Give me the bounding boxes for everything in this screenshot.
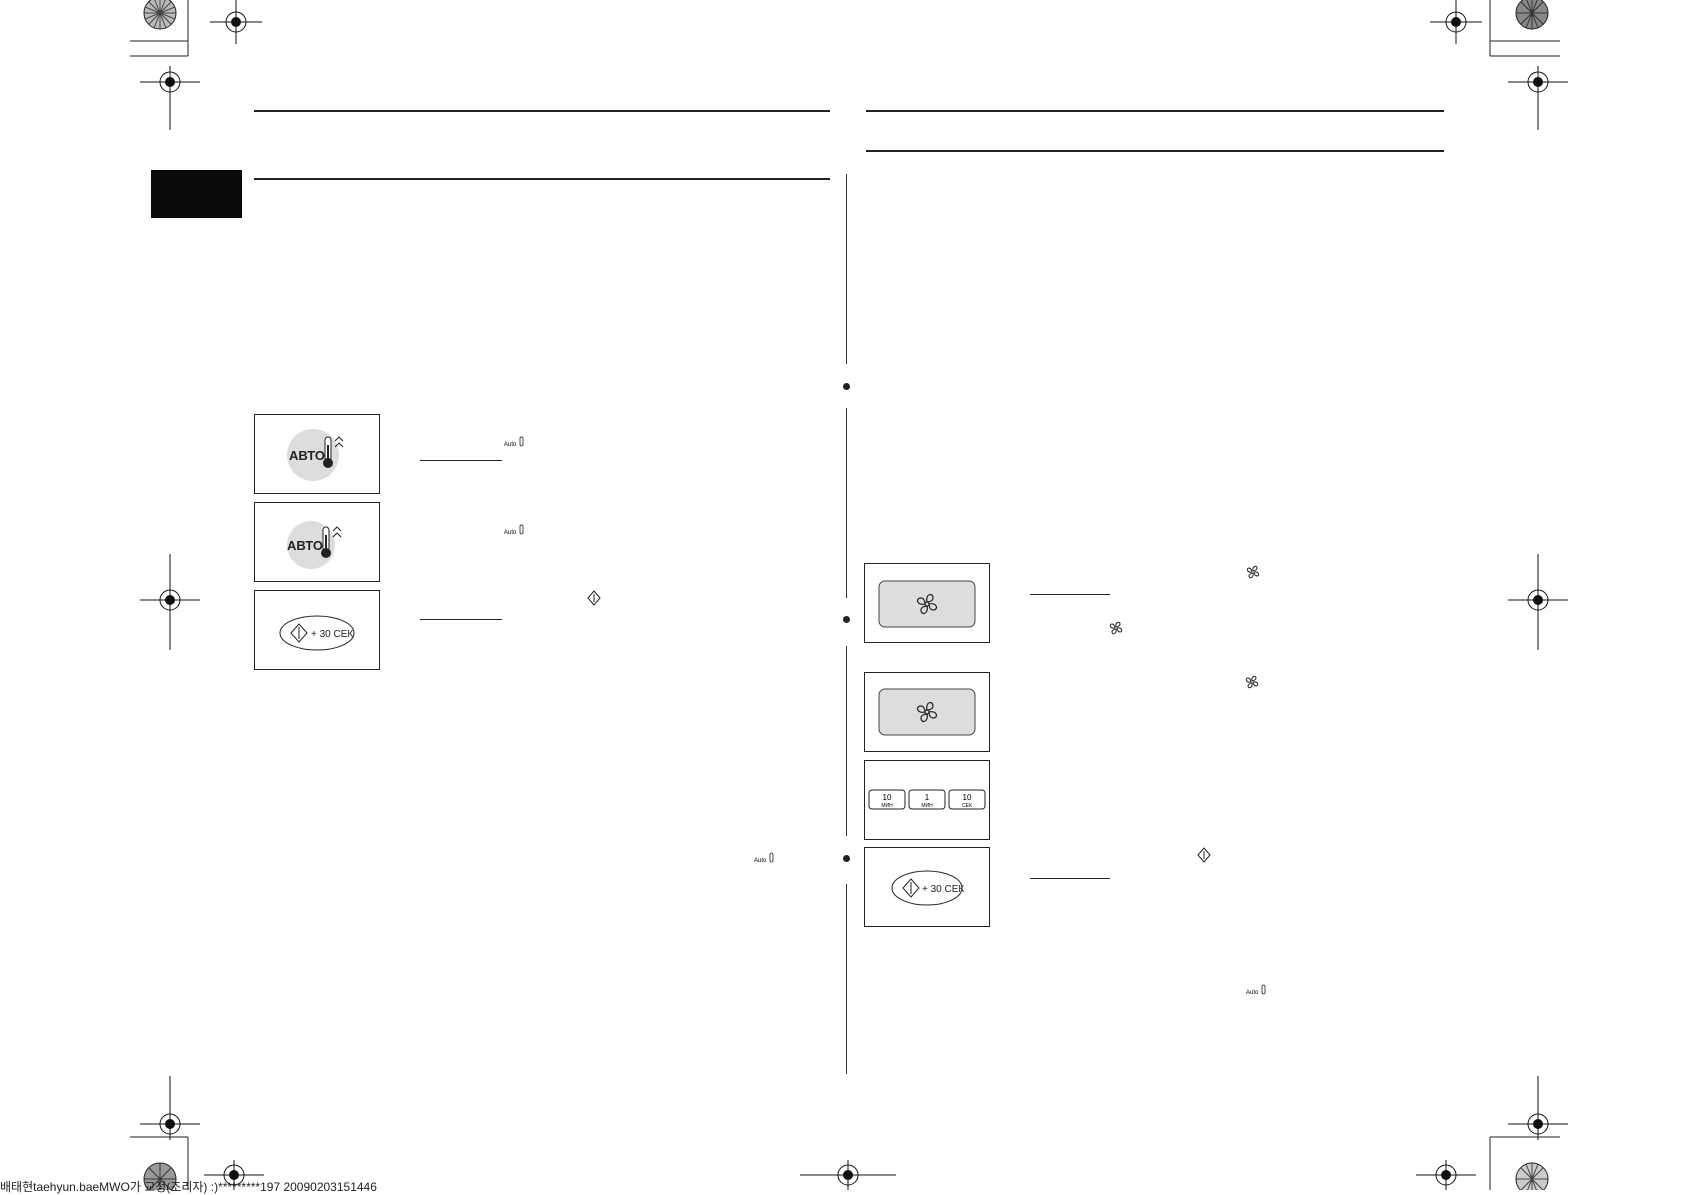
fan-icon: [1109, 621, 1123, 635]
fan-icon: [878, 688, 976, 736]
auto-thermometer-icon: Auto: [1246, 984, 1266, 996]
underline-link: [420, 619, 502, 620]
start-diamond-icon: + 30 СЕК: [279, 615, 355, 651]
language-tab: [151, 170, 242, 218]
svg-text:Auto: Auto: [504, 530, 517, 536]
color-target-icon: [143, 0, 177, 30]
svg-text:АВТО: АВТО: [287, 538, 323, 553]
svg-text:Auto: Auto: [1246, 990, 1259, 996]
print-slug: 배태현taehyun.baeMWO가 교정(조리자) :)*********19…: [0, 1180, 377, 1194]
start-diamond-icon: [1197, 847, 1211, 863]
svg-text:МИН: МИН: [921, 803, 933, 809]
start-button-illustration: + 30 СЕК: [864, 847, 990, 927]
registration-mark-icon: [800, 1160, 896, 1190]
fan-icon: [1245, 675, 1259, 689]
registration-mark-icon: [204, 1160, 264, 1190]
gutter-line: [846, 646, 847, 836]
color-target-icon: [1515, 1162, 1549, 1190]
gutter-line: [846, 408, 847, 598]
svg-text:АВТО: АВТО: [289, 448, 325, 463]
gutter-line: [846, 174, 847, 364]
registration-mark-icon: [140, 66, 200, 130]
registration-mark-icon: [1430, 0, 1482, 44]
svg-text:+ 30 СЕК: + 30 СЕК: [922, 884, 964, 895]
right-header-rule: [866, 110, 1444, 112]
start-button-illustration: + 30 СЕК: [254, 590, 380, 670]
registration-mark-icon: [1416, 1160, 1476, 1190]
color-target-icon: [143, 1162, 177, 1190]
time-buttons-illustration: 10 МИН 1 МИН 10 СЕК: [864, 760, 990, 840]
bullet-dot: [843, 383, 850, 390]
svg-text:1: 1: [925, 793, 930, 802]
fan-button-illustration: [864, 672, 990, 752]
fan-icon: [878, 580, 976, 628]
fan-button-illustration: [864, 563, 990, 643]
registration-mark-icon: [1508, 66, 1568, 130]
auto-thermometer-icon: Auto: [504, 524, 524, 536]
auto-thermometer-icon: АВТО: [287, 429, 344, 481]
svg-text:10: 10: [963, 793, 972, 802]
right-section-rule: [866, 150, 1444, 152]
fan-icon: [1246, 565, 1260, 579]
auto-button-illustration: АВТО: [254, 414, 380, 494]
svg-text:Auto: Auto: [504, 442, 517, 448]
registration-mark-icon: [1508, 1076, 1568, 1140]
bullet-dot: [843, 855, 850, 862]
svg-text:СЕК: СЕК: [962, 803, 972, 809]
svg-text:Auto: Auto: [754, 858, 767, 864]
registration-mark-icon: [210, 0, 262, 44]
underline-link: [1030, 594, 1110, 595]
registration-mark-icon: [140, 1076, 200, 1140]
svg-text:+ 30 СЕК: + 30 СЕК: [311, 629, 353, 640]
underline-link: [420, 460, 502, 461]
svg-text:МИН: МИН: [881, 803, 893, 809]
auto-thermometer-icon: АВТО: [287, 521, 342, 569]
bullet-dot: [843, 616, 850, 623]
time-button: 1 МИН: [908, 789, 946, 810]
underline-link: [1030, 878, 1110, 879]
left-header-rule: [254, 110, 830, 112]
color-target-icon: [1515, 0, 1549, 30]
registration-mark-icon: [1508, 554, 1568, 650]
start-diamond-icon: [587, 590, 601, 606]
left-section-rule: [254, 178, 830, 180]
gutter-line: [846, 884, 847, 1074]
time-button: 10 СЕК: [948, 789, 986, 810]
auto-thermometer-icon: Auto: [504, 436, 524, 448]
auto-button-illustration: АВТО: [254, 502, 380, 582]
auto-thermometer-icon: Auto: [754, 852, 774, 864]
time-button: 10 МИН: [868, 789, 906, 810]
start-diamond-icon: + 30 СЕК: [891, 870, 964, 906]
svg-text:10: 10: [883, 793, 892, 802]
registration-mark-icon: [140, 554, 200, 650]
